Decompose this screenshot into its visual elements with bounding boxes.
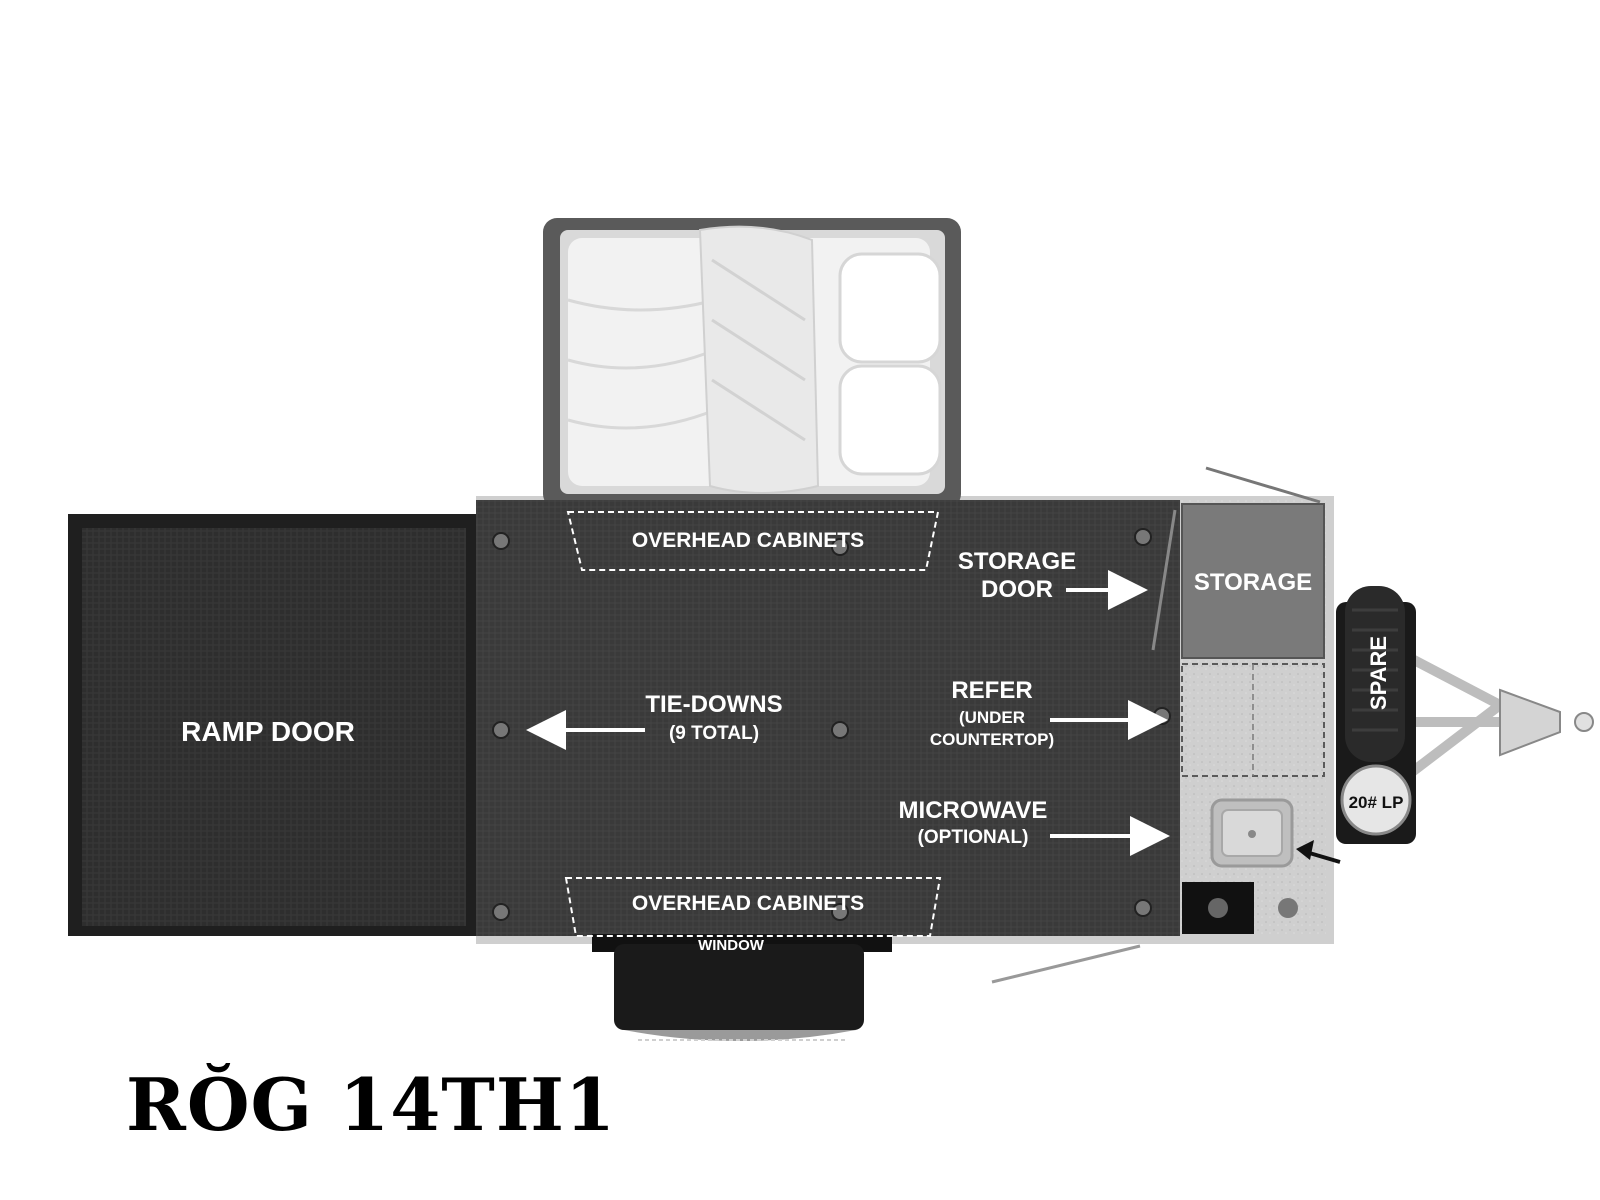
- label-storage: STORAGE: [1194, 569, 1312, 596]
- door-swing-lines: [991, 466, 1321, 984]
- label-refer-note-2: COUNTERTOP): [930, 730, 1054, 749]
- tie-down: [1134, 528, 1152, 546]
- hitch-a-frame: [1391, 645, 1594, 789]
- label-microwave: MICROWAVE: [899, 797, 1048, 824]
- label-spare: SPARE: [1366, 636, 1391, 710]
- overhead-cabinets-top-outline: [566, 511, 940, 571]
- label-window: WINDOW: [698, 937, 765, 954]
- arrow-sink: [1305, 850, 1341, 864]
- label-overhead-cabinets-top: OVERHEAD CABINETS: [632, 529, 864, 552]
- label-storage-door-1: STORAGE: [958, 548, 1076, 575]
- tie-down: [831, 903, 849, 921]
- wheel: [592, 934, 892, 1041]
- label-ramp-door: RAMP DOOR: [181, 716, 355, 747]
- overhead-cabinets-bottom-outline: [564, 877, 942, 937]
- tie-down: [831, 721, 849, 739]
- label-microwave-note: (OPTIONAL): [918, 827, 1029, 848]
- label-tie-downs: TIE-DOWNS: [645, 691, 782, 718]
- bed: [543, 218, 961, 508]
- arrow-sink-head: [1296, 840, 1314, 860]
- tie-down: [1134, 899, 1152, 917]
- label-storage-door-2: DOOR: [981, 576, 1053, 603]
- tie-down: [492, 721, 510, 739]
- tie-down: [831, 538, 849, 556]
- label-lp-tank: 20# LP: [1349, 793, 1404, 812]
- storage-cabinet[interactable]: [1181, 503, 1325, 659]
- label-refer-note-1: (UNDER: [959, 708, 1025, 727]
- label-overhead-cabinets-bottom: OVERHEAD CABINETS: [632, 892, 864, 915]
- tie-down: [492, 903, 510, 921]
- model-title: RŎG 14TH1: [126, 1062, 617, 1147]
- tie-down: [492, 532, 510, 550]
- callout-arrows: [526, 570, 1170, 856]
- ramp-door[interactable]: [68, 514, 476, 936]
- spare-tire-and-lp: [1336, 586, 1416, 844]
- galley: [1180, 500, 1326, 936]
- label-tie-downs-note: (9 TOTAL): [669, 723, 759, 744]
- label-refer: REFER: [951, 677, 1032, 704]
